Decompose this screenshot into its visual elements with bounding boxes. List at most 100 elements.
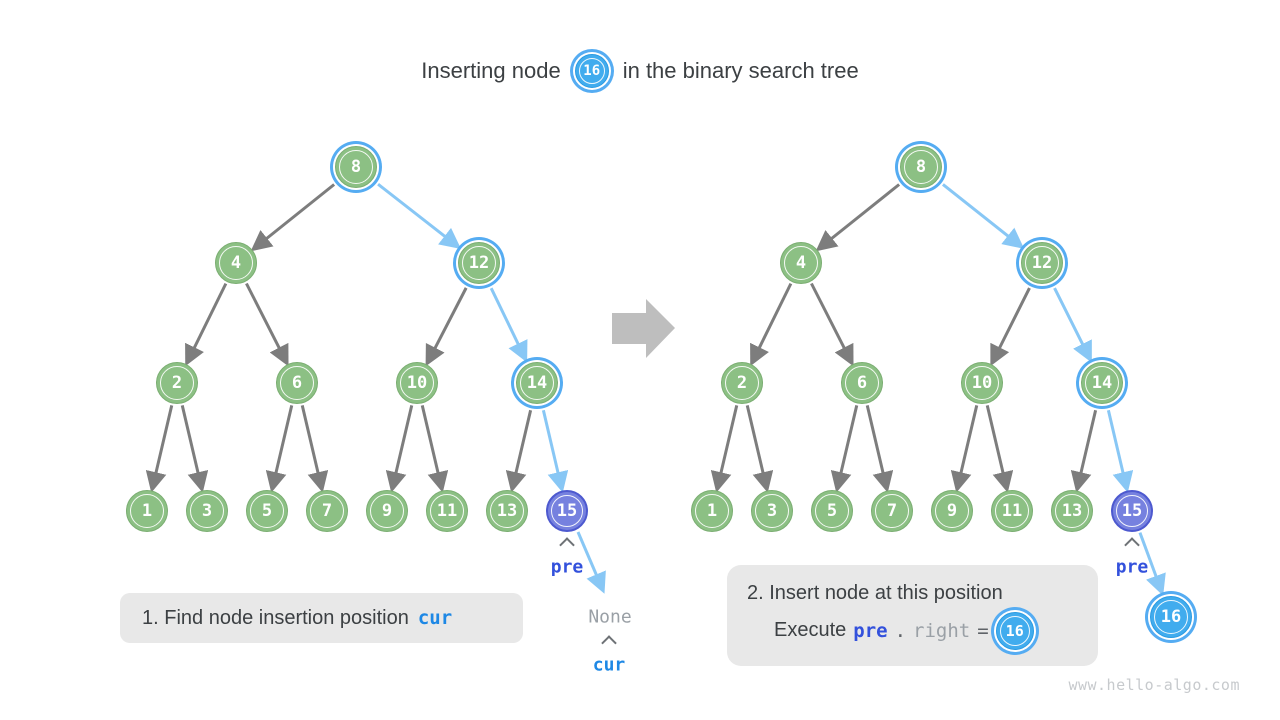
edge-right-8-12 (942, 183, 1025, 249)
edge-left-14-15 (541, 409, 569, 493)
edge-left-10-9 (385, 405, 414, 493)
node-right-3: 3 (751, 490, 793, 532)
node-left-3-value: 3 (201, 501, 213, 521)
node-right-5: 5 (811, 490, 853, 532)
title-node-16: 16 (574, 54, 609, 88)
node-left-4: 4 (215, 242, 257, 284)
caption-step2-execute: Execute (774, 619, 847, 641)
node-left-1: 1 (126, 490, 168, 532)
node-left-14: 14 (516, 362, 558, 404)
node-right-16-value: 16 (1160, 607, 1182, 627)
caption-step2: 2. Insert node at this position Execute … (727, 565, 1098, 666)
node-right-7-value: 7 (886, 501, 898, 521)
node-right-6: 6 (841, 362, 883, 404)
node-right-14: 14 (1081, 362, 1123, 404)
caption-step2-line2: Execute pre.right = 16 (774, 611, 1098, 650)
node-right-13: 13 (1051, 490, 1093, 532)
node-right-2-value: 2 (736, 373, 748, 393)
node-right-11: 11 (991, 490, 1033, 532)
edge-right-15-16 (1138, 532, 1166, 596)
title-text-after: in the binary search tree (622, 58, 859, 83)
label-left-cur: cur (592, 654, 626, 676)
node-left-6: 6 (276, 362, 318, 404)
edge-right-6-7 (865, 405, 894, 493)
edge-right-8-4 (815, 183, 901, 252)
edge-left-4-6 (245, 282, 289, 367)
edge-right-10-9 (950, 405, 979, 493)
node-left-7-value: 7 (321, 501, 333, 521)
edge-right-2-3 (745, 405, 774, 493)
label-right-pre: pre (1115, 556, 1149, 578)
node-right-6-value: 6 (856, 373, 868, 393)
node-left-1-value: 1 (141, 501, 153, 521)
node-left-15-value: 15 (556, 501, 578, 521)
node-right-16: 16 (1150, 596, 1192, 638)
node-right-11-value: 11 (1001, 501, 1023, 521)
edge-right-14-15 (1106, 409, 1134, 493)
node-left-14-value: 14 (526, 373, 548, 393)
edge-left-8-4 (250, 183, 336, 252)
edge-right-12-14 (1053, 287, 1092, 363)
node-right-15-value: 15 (1121, 501, 1143, 521)
caption-step1-code-cur: cur (417, 607, 453, 629)
node-right-1: 1 (691, 490, 733, 532)
title-text-before: Inserting node (421, 58, 561, 83)
node-left-12: 12 (458, 242, 500, 284)
node-left-13-value: 13 (496, 501, 518, 521)
node-right-12: 12 (1021, 242, 1063, 284)
caption-step2-code-dot: . (894, 619, 907, 642)
node-right-10: 10 (961, 362, 1003, 404)
node-right-10-value: 10 (971, 373, 993, 393)
node-right-15: 15 (1111, 490, 1153, 532)
edge-left-6-7 (300, 405, 329, 493)
label-left-pre: pre (550, 556, 584, 578)
node-left-15: 15 (546, 490, 588, 532)
node-right-4: 4 (780, 242, 822, 284)
node-right-3-value: 3 (766, 501, 778, 521)
caption-step1: 1. Find node insertion position cur (120, 593, 523, 643)
node-left-10: 10 (396, 362, 438, 404)
node-left-2-value: 2 (171, 373, 183, 393)
edge-left-2-1 (145, 405, 174, 493)
edge-left-2-3 (180, 405, 209, 493)
caption-step2-code-right: right (913, 619, 971, 642)
node-right-9: 9 (931, 490, 973, 532)
node-left-8: 8 (335, 146, 377, 188)
node-right-8-value: 8 (915, 157, 927, 177)
node-left-11-value: 11 (436, 501, 458, 521)
node-left-5-value: 5 (261, 501, 273, 521)
node-left-7: 7 (306, 490, 348, 532)
node-left-13: 13 (486, 490, 528, 532)
node-right-12-value: 12 (1031, 253, 1053, 273)
node-right-8: 8 (900, 146, 942, 188)
node-left-4-value: 4 (230, 253, 242, 273)
edge-left-6-5 (265, 405, 294, 493)
edge-left-free-0 (576, 531, 606, 594)
edge-left-4-2 (185, 282, 228, 367)
caption-step2-line1: 2. Insert node at this position (747, 581, 1003, 604)
edge-right-2-1 (710, 405, 739, 493)
node-right-7: 7 (871, 490, 913, 532)
edge-right-12-10 (990, 287, 1031, 367)
node-right-2: 2 (721, 362, 763, 404)
node-left-3: 3 (186, 490, 228, 532)
node-left-9: 9 (366, 490, 408, 532)
edge-right-4-6 (810, 282, 854, 367)
node-right-9-value: 9 (946, 501, 958, 521)
node-left-2: 2 (156, 362, 198, 404)
edge-right-6-5 (830, 405, 859, 493)
edge-right-14-13 (1070, 409, 1098, 493)
node-left-8-value: 8 (350, 157, 362, 177)
edge-left-12-14 (489, 287, 528, 363)
node-right-14-value: 14 (1091, 373, 1113, 393)
label-left-none: None (588, 606, 632, 628)
node-left-10-value: 10 (406, 373, 428, 393)
edge-left-14-13 (505, 409, 533, 493)
node-right-4-value: 4 (795, 253, 807, 273)
node-left-9-value: 9 (381, 501, 393, 521)
node-left-5: 5 (246, 490, 288, 532)
caption-step2-code-eq: = (977, 619, 989, 642)
caption-step2-node-16-value: 16 (1005, 621, 1024, 640)
